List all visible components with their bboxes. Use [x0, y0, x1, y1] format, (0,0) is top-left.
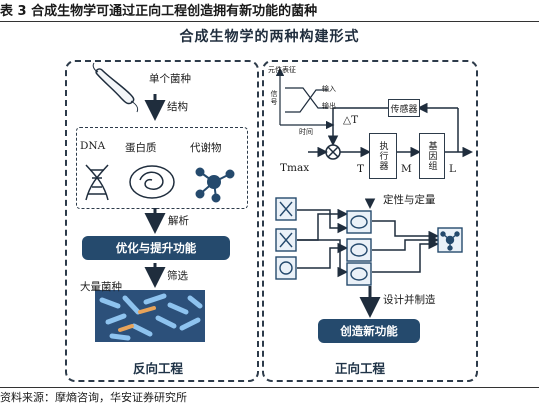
label-dna: DNA [80, 140, 106, 152]
top-rule [0, 21, 539, 22]
dna-tile-icons [275, 197, 297, 280]
bacterium-icon [92, 62, 139, 113]
source-note: 资料来源：摩熵咨询，华安证券研究所 [0, 391, 187, 404]
structure-group [76, 127, 248, 209]
create-function-box: 创造新功能 [318, 319, 420, 343]
label-t: T [357, 163, 365, 175]
metabolite-tile-icon [437, 227, 463, 253]
metabolite-icon [195, 167, 235, 203]
graph-xlabel: 时间 [299, 128, 313, 136]
protein-tile-icons [346, 210, 372, 286]
sensor-box: 传感器 [388, 99, 420, 117]
dna-icon [85, 164, 109, 201]
characterization-graph [275, 67, 335, 130]
label-m: M [401, 163, 412, 175]
label-screen: 筛选 [167, 270, 188, 282]
label-protein: 蛋白质 [125, 142, 157, 154]
label-metabolite: 代谢物 [190, 142, 222, 154]
label-many-strains: 大量菌种 [80, 281, 122, 293]
optimize-function-box: 优化与提升功能 [82, 236, 230, 260]
graph-input: 输入 [322, 85, 336, 93]
label-structure: 结构 [167, 101, 188, 113]
table-caption: 表 3 合成生物学可通过正向工程创造拥有新功能的菌种 [0, 4, 318, 19]
label-tmax: Tmax [280, 162, 310, 174]
actuator-box: 执行器 [369, 133, 397, 179]
label-delta-t: △T [343, 114, 359, 126]
forward-engineering-title: 正向工程 [335, 361, 386, 376]
bacteria-colony-image [95, 290, 205, 342]
design-network [297, 198, 439, 278]
graph-output: 输出 [322, 102, 336, 110]
protein-icon [129, 165, 175, 199]
label-qualitative-quantitative: 定性与定量 [383, 194, 436, 206]
label-design-manufacture: 设计并制造 [383, 294, 436, 306]
graph-ylabel: 元件表征 [268, 66, 296, 74]
control-loop [308, 102, 473, 160]
label-parse: 解析 [168, 215, 189, 227]
label-l: L [449, 163, 456, 175]
genome-box: 基因组 [419, 133, 445, 179]
reverse-engineering-panel [65, 60, 259, 382]
main-title: 合成生物学的两种构建形式 [179, 29, 360, 45]
graph-side-label: 信号 [270, 90, 278, 106]
bottom-rule [0, 387, 539, 388]
label-single-strain: 单个菌种 [149, 73, 191, 85]
forward-engineering-panel [262, 60, 478, 382]
reverse-engineering-title: 反向工程 [133, 361, 184, 376]
